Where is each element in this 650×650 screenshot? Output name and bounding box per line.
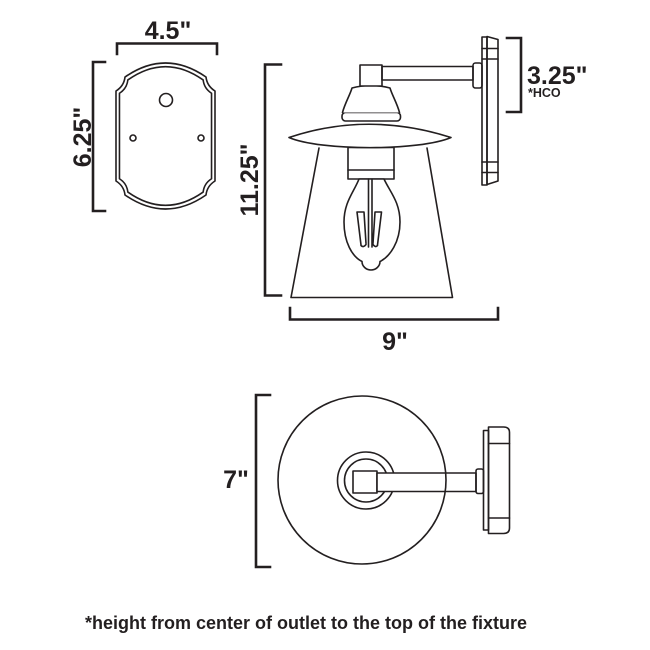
wall-plate-bevel-lines-top <box>487 442 511 519</box>
junction-block <box>359 64 383 87</box>
backplate-height-label: 6.25" <box>69 107 97 168</box>
center-hole <box>158 92 174 108</box>
mounting-arm-top <box>376 472 477 493</box>
wall-plate-body <box>486 35 499 186</box>
dim-bracket-fixture-height <box>263 63 283 297</box>
mounting-hole-left <box>129 134 137 142</box>
mounting-arm <box>381 65 474 81</box>
bell-cap <box>341 84 401 114</box>
top-diameter-label: 7" <box>223 466 249 494</box>
shade-circle-top <box>277 395 447 565</box>
dim-bracket-backplate-height <box>91 60 107 213</box>
socket-cup <box>347 146 395 180</box>
top-view: 7" <box>223 393 511 569</box>
glass-cone <box>290 147 454 299</box>
dim-bracket-backplate-width <box>115 42 219 56</box>
arm-flange-top <box>475 468 485 495</box>
bulb-filament <box>356 178 383 248</box>
backplate-inner-outline <box>119 67 211 206</box>
fixture-height-label: 11.25" <box>236 143 264 216</box>
wall-plate-body-top <box>487 426 511 535</box>
arm-flange <box>472 62 483 89</box>
dim-bracket-top-diameter <box>254 393 272 569</box>
wall-plate-bevel-lines <box>481 47 499 174</box>
backplate-view: 4.5" 6.25" <box>69 17 219 213</box>
backplate-width-label: 4.5" <box>145 17 192 45</box>
hco-label: 3.25" <box>527 62 588 90</box>
junction-block-top <box>352 470 378 494</box>
mounting-hole-right <box>197 134 205 142</box>
backplate-outline <box>115 62 216 210</box>
footnote: *height from center of outlet to the top… <box>85 613 527 633</box>
dim-bracket-hco <box>505 36 523 114</box>
shade-disc <box>288 123 452 149</box>
hco-note-label: *HCO <box>528 86 561 100</box>
fixture-width-label: 9" <box>382 328 408 356</box>
side-view: 11.25" 3.25" *HCO 9" <box>236 35 588 356</box>
dim-bracket-fixture-width <box>288 306 500 321</box>
bell-base-ring <box>341 111 402 122</box>
